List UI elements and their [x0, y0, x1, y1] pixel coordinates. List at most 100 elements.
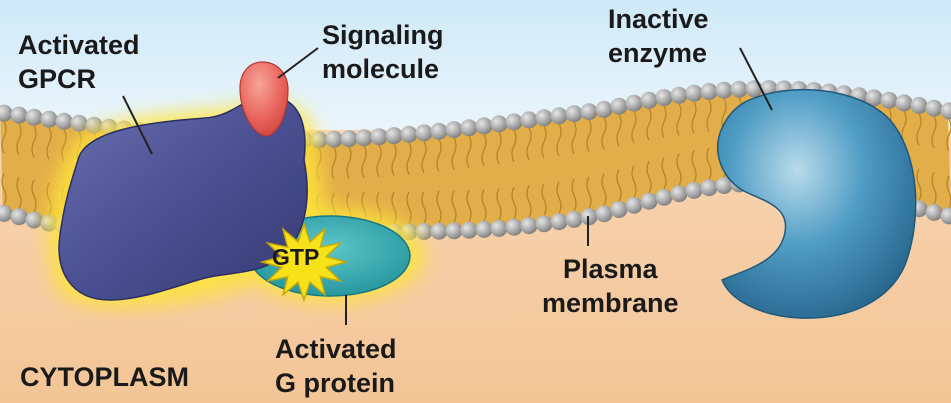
lipid-tail — [586, 119, 592, 153]
molecule-leader-line — [277, 47, 319, 79]
lipid-tail — [421, 191, 427, 224]
phospholipid-head — [925, 203, 943, 221]
phospholipid-head — [700, 83, 718, 100]
lipid-tail — [436, 190, 442, 224]
label-activated-g-protein-line2: G protein — [275, 368, 395, 398]
phospholipid-head — [580, 103, 598, 121]
phospholipid-head — [370, 128, 388, 146]
label-inactive-enzyme: Inactive enzyme — [608, 2, 709, 70]
lipid-tail — [61, 128, 67, 162]
lipid-tail — [631, 165, 637, 198]
label-signaling-molecule-line2: molecule — [322, 54, 440, 84]
enzyme-leader-line — [739, 47, 773, 111]
phospholipid-head — [925, 99, 943, 117]
lipid-tail — [931, 115, 937, 149]
lipid-tail — [931, 172, 937, 205]
lipid-tail — [706, 147, 712, 180]
lipid-tail — [661, 156, 667, 190]
phospholipid-head — [895, 94, 913, 112]
label-activated-gpcr-line2: GPCR — [18, 64, 97, 94]
signaling-molecule — [239, 61, 289, 137]
phospholipid-head — [715, 177, 733, 194]
label-inactive-enzyme-line2: enzyme — [608, 38, 708, 68]
lipid-tail — [481, 189, 487, 222]
label-signaling-molecule-line1: Signaling — [322, 20, 444, 50]
lipid-tail — [16, 122, 22, 156]
phospholipid-head — [595, 100, 613, 118]
phospholipid-head — [445, 222, 463, 240]
phospholipid-head — [430, 122, 448, 140]
phospholipid-head — [385, 127, 403, 145]
phospholipid-head — [640, 192, 658, 210]
phospholipid-head — [520, 111, 538, 129]
lipid-tail — [571, 121, 577, 155]
phospholipid-head — [730, 80, 748, 98]
lipid-tail — [406, 191, 412, 225]
lipid-tail — [916, 113, 922, 146]
lipid-tail — [526, 127, 532, 161]
phospholipid-head — [0, 104, 13, 122]
lipid-tail — [496, 131, 502, 165]
lipid-tail — [511, 186, 517, 220]
lipid-tail — [691, 100, 697, 134]
lipid-tail — [466, 189, 472, 223]
phospholipid-head — [670, 86, 688, 104]
lipid-tail — [1, 173, 7, 206]
phospholipid-head — [325, 130, 343, 148]
lipid-tail — [526, 185, 532, 218]
label-activated-gpcr: Activated GPCR — [18, 28, 140, 96]
phospholipid-head — [400, 125, 418, 143]
phospholipid-head — [655, 188, 673, 206]
phospholipid-head — [910, 97, 928, 114]
lipid-tail — [511, 129, 517, 163]
phospholipid-head — [415, 223, 433, 240]
label-signaling-molecule: Signaling molecule — [322, 18, 444, 86]
phospholipid-head — [490, 115, 508, 133]
phospholipid-head — [625, 94, 643, 112]
phospholipid-head — [460, 221, 478, 239]
phospholipid-head — [475, 117, 493, 135]
phospholipid-head — [865, 89, 883, 107]
lipid-tail — [346, 146, 352, 179]
lipid-tail — [451, 137, 457, 170]
phospholipid-head — [685, 84, 703, 102]
lipid-tail — [556, 123, 562, 157]
lipid-tail — [586, 176, 592, 210]
phospholipid-head — [25, 108, 43, 126]
phospholipid-head — [70, 114, 88, 132]
phospholipid-head — [340, 130, 358, 148]
phospholipid-head — [490, 219, 508, 237]
label-activated-gpcr-line1: Activated — [18, 30, 140, 60]
lipid-tail — [706, 99, 712, 132]
phospholipid-head — [940, 207, 951, 225]
lipid-tail — [31, 124, 37, 158]
lipid-tail — [616, 113, 622, 147]
lipid-tail — [331, 146, 337, 180]
lipid-tail — [916, 168, 922, 202]
phospholipid-head — [640, 91, 658, 109]
phospholipid-head — [565, 210, 583, 228]
phospholipid-head — [685, 181, 703, 199]
lipid-tail — [421, 140, 427, 174]
lipid-tail — [496, 188, 502, 221]
phospholipid-head — [460, 119, 478, 137]
lipid-tail — [391, 143, 397, 176]
label-plasma-membrane-line2: membrane — [542, 288, 679, 318]
phospholipid-head — [55, 112, 73, 130]
lipid-tail — [466, 135, 472, 169]
phospholipid-head — [445, 121, 463, 139]
phospholipid-head — [565, 105, 583, 123]
phospholipid-head — [10, 208, 28, 226]
phospholipid-head — [550, 213, 568, 231]
lipid-tail — [46, 126, 52, 160]
label-activated-g-protein-line1: Activated — [275, 334, 397, 364]
phospholipid-head — [940, 102, 951, 120]
lipid-tail — [16, 176, 22, 210]
lipid-tail — [631, 110, 637, 144]
phospholipid-head — [655, 89, 673, 107]
phospholipid-head — [625, 196, 643, 214]
lipid-tail — [661, 105, 667, 138]
lipid-tail — [646, 107, 652, 141]
lipid-tail — [616, 169, 622, 202]
